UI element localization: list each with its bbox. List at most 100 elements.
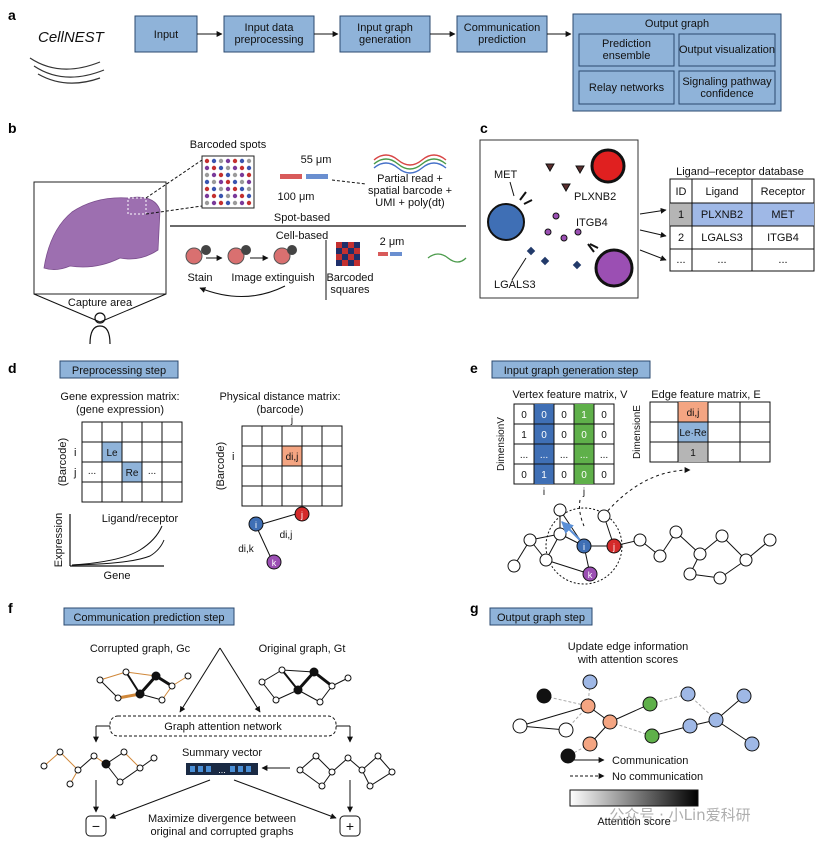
spot-dot: [218, 172, 224, 178]
output-signaling-box: [678, 70, 776, 105]
plxnb2-ligands: [545, 163, 585, 193]
graph-node: [602, 714, 618, 730]
cycle-arrow: [199, 285, 286, 297]
panel-label-c: c: [480, 120, 488, 136]
met-receptor: [519, 191, 533, 205]
graph-edge: [281, 669, 315, 673]
panel-g: g Output graph step Update edge informat…: [470, 600, 760, 828]
graph-node: [597, 509, 611, 523]
barcoded-square: [336, 260, 342, 266]
barcoded-square: [354, 242, 360, 248]
db-row-highlight: [692, 203, 814, 226]
summary-cell: [246, 766, 251, 772]
vertex-cell: ...: [580, 450, 588, 461]
step-title-box-f: [63, 607, 235, 626]
gene-row-i: i: [74, 447, 76, 459]
read-desc-2: spatial barcode +: [368, 185, 452, 197]
step-graph-generation-fo: Input graph generation: [357, 22, 413, 46]
vertex-matrix-title: Vertex feature matrix, V: [513, 389, 629, 401]
db-cell-1-receptor: MET: [771, 209, 795, 221]
spot-dot: [211, 172, 217, 178]
spot-dot: [246, 158, 252, 164]
panel-b: b Capture area Barcoded spots 55 μm 100 …: [8, 120, 467, 345]
node-i-d-label: i: [255, 520, 257, 530]
graph-node: [318, 782, 326, 790]
graph-edge: [43, 751, 61, 767]
spot-dot: [211, 193, 217, 199]
capture-area-label: Capture area: [68, 297, 133, 309]
step-preprocessing-box: [223, 15, 315, 53]
spot-dot: [246, 200, 252, 206]
lgals3-label: LGALS3: [494, 279, 536, 291]
graph-node: [135, 689, 145, 699]
graph-node: [606, 538, 622, 554]
spot-dot: [239, 186, 245, 192]
step-title-f: Communication prediction step: [73, 612, 224, 624]
cellnest-logo: CellNEST: [29, 29, 106, 84]
graph-edge: [299, 755, 317, 771]
arrow-summary-minus: [109, 779, 211, 819]
barcoded-square: [342, 260, 348, 266]
attention-gradient-bar: [569, 789, 699, 807]
spot-dot: [204, 165, 210, 171]
graph-edge: [519, 725, 567, 733]
red-cell: [590, 148, 626, 184]
graph-edge: [315, 755, 333, 773]
spot-dot: [246, 179, 252, 185]
edge-dik-label: di,k: [238, 544, 255, 555]
spot-dot: [232, 165, 238, 171]
graph-node: [96, 676, 104, 684]
spot-dot: [246, 172, 252, 178]
spot-dot: [204, 158, 210, 164]
spot-based-label: Spot-based: [274, 212, 330, 224]
gene-matrix: Le Re ... ...: [81, 421, 183, 503]
db-id-highlight: [670, 203, 692, 226]
graph-node: [358, 766, 366, 774]
step-title-box-g: [489, 607, 593, 626]
panel-f: f Communication prediction step Corrupte…: [8, 600, 396, 838]
minus-box: [85, 815, 107, 837]
edge-cell-one: 1: [690, 448, 696, 459]
node-j-d: [294, 506, 310, 522]
graph-node: [116, 778, 124, 786]
graph-edge: [99, 671, 127, 681]
step-title-g: Output graph step: [497, 612, 585, 624]
db-cell-2-id: 2: [678, 232, 684, 244]
graph-edge: [361, 755, 379, 771]
gene-barcode-axis: (Barcode): [57, 438, 69, 486]
db-cell-1-ligand: PLXNB2: [701, 209, 743, 221]
step-graph-generation-box: [339, 15, 431, 53]
panel-label-g: g: [470, 600, 479, 616]
watermark-text: 公众号 · 小Lin爱科研: [609, 806, 750, 824]
summary-dots: ...: [218, 765, 226, 775]
barcoded-square: [348, 254, 354, 260]
spot-dot: [246, 165, 252, 171]
barcoded-square: [348, 248, 354, 254]
spot-dot: [225, 165, 231, 171]
summary-cell: [206, 766, 211, 772]
edge-cell-dij: di,j: [687, 408, 700, 419]
distance-graph: i j k di,j di,k: [238, 506, 310, 570]
node-i-e-label: i: [583, 542, 585, 552]
graph-node: [312, 752, 320, 760]
graph-edge: [543, 695, 589, 708]
summary-cell: [230, 766, 235, 772]
arrow-graph-to-vertex: [579, 499, 585, 527]
barcoded-square: [336, 248, 342, 254]
panel-label-a: a: [8, 7, 16, 23]
graph-node: [120, 748, 128, 756]
lgals3-pointer: [511, 257, 527, 281]
barcoded-square: [342, 254, 348, 260]
step-graph-generation-label: Input graph generation: [357, 22, 413, 46]
output-signaling-label: Signaling pathway confidence: [682, 75, 772, 100]
graph-node: [168, 682, 176, 690]
barcoded-square: [354, 248, 360, 254]
graph-node: [582, 674, 598, 690]
legend-no-communication-label: No communication: [612, 771, 703, 783]
maximize-label-1: Maximize divergence between: [148, 813, 296, 825]
graph-node: [560, 748, 576, 764]
panel-c: c MET PLXNB2 ITGB4 LGALS3: [479, 120, 815, 299]
cell-dij: di,j: [286, 452, 299, 463]
vertex-col-i-label: i: [543, 487, 545, 498]
